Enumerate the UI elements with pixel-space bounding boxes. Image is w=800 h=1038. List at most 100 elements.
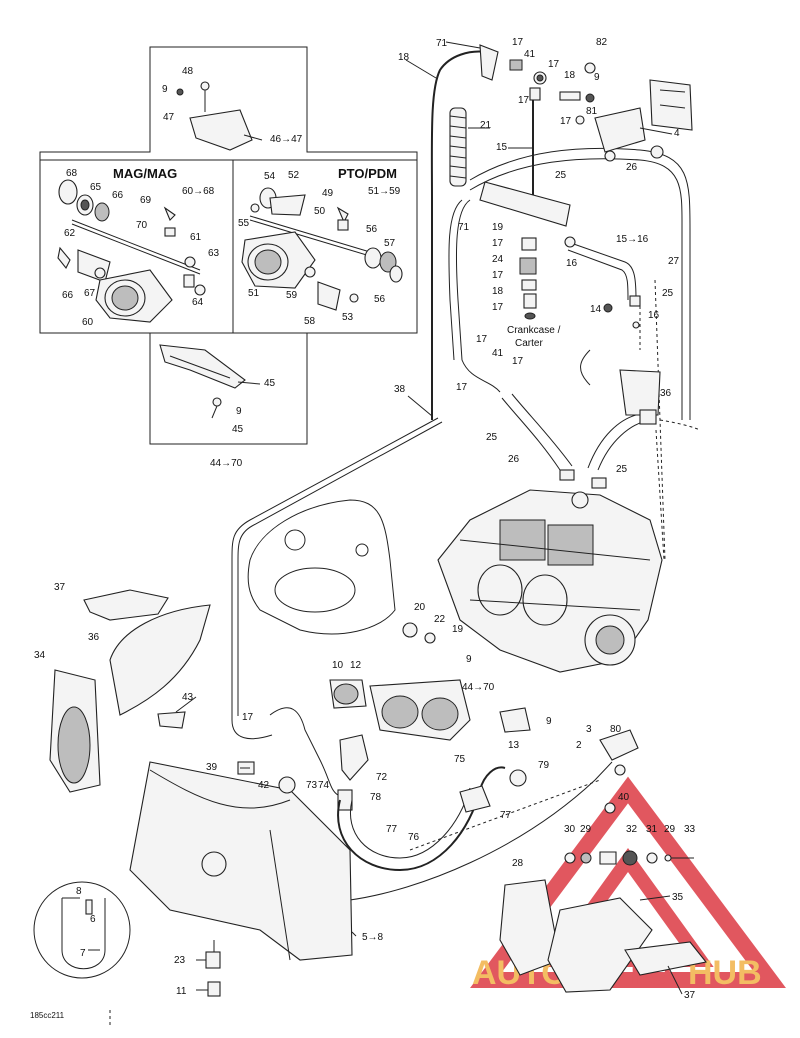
callout: 81: [586, 106, 598, 117]
callout: 77: [386, 824, 398, 835]
callout: 41: [492, 348, 504, 359]
callout: 45: [264, 378, 276, 389]
hose-16: [567, 241, 637, 301]
hose-25-right: [597, 419, 649, 471]
callout: 15→16: [616, 234, 649, 245]
callout: 21: [480, 120, 492, 131]
callout: 33: [684, 824, 696, 835]
callout: 19: [452, 624, 464, 635]
spring-21: [449, 107, 467, 187]
callout: 79: [538, 760, 550, 771]
callout: 53: [342, 312, 354, 323]
callout: 30: [564, 824, 576, 835]
callout: 12: [350, 660, 362, 671]
callout: 50: [314, 206, 326, 217]
mag-inset-parts: [57, 179, 206, 323]
callout: 74: [318, 780, 330, 791]
air-intake-silencer-outline: [247, 499, 396, 635]
panel-36: [109, 604, 211, 716]
callout: 17: [492, 302, 504, 313]
callout: 17: [518, 95, 530, 106]
clamp-26-top: [650, 145, 664, 159]
callout: 70: [136, 220, 148, 231]
callout: 24: [492, 254, 504, 265]
callout: 25: [662, 288, 674, 299]
callout: 17: [512, 37, 524, 48]
panel-28: [499, 879, 561, 976]
callout: 25: [555, 170, 567, 181]
clamp-13: [499, 707, 531, 733]
callout: 38: [394, 384, 406, 395]
mag-range: 60→68: [182, 186, 215, 197]
callout: 64: [192, 297, 204, 308]
callout: 78: [370, 792, 382, 803]
callout: 18: [492, 286, 504, 297]
callout: 77: [500, 810, 512, 821]
callout: 43: [182, 692, 194, 703]
engine-block: [437, 489, 663, 673]
pto-inset-parts: [241, 187, 403, 311]
callout: 66: [112, 190, 124, 201]
bracket-43: [157, 711, 186, 729]
vent-tube-38: [231, 417, 439, 740]
callout: 9: [466, 654, 472, 665]
callout: 14: [590, 304, 602, 315]
fitting-72: [339, 734, 369, 781]
callout: 35: [672, 892, 684, 903]
callout: 49: [322, 188, 334, 199]
hose-76: [337, 766, 506, 872]
callout: 28: [512, 858, 524, 869]
callout: 37: [54, 582, 66, 593]
callout: 54: [264, 171, 276, 182]
callout: 18: [564, 70, 576, 81]
callout: 22: [434, 614, 446, 625]
callout: 60: [82, 317, 94, 328]
fitting-71: [479, 44, 499, 81]
callout: 80: [610, 724, 622, 735]
callout: 31: [646, 824, 658, 835]
callout: 25: [616, 464, 628, 475]
callout: 2: [576, 740, 582, 751]
hose-25-top: [469, 147, 691, 420]
inset-frame: [39, 46, 418, 445]
callout: 32: [626, 824, 638, 835]
harness-line: [349, 761, 613, 901]
callout: 3: [586, 724, 592, 735]
callout: 63: [208, 248, 220, 259]
throttle-cable-bracket: [599, 729, 639, 761]
callout: 16: [566, 258, 578, 269]
callout: 25: [486, 432, 498, 443]
callout: 48: [182, 66, 194, 77]
callout: 56: [366, 224, 378, 235]
callout: 9: [236, 406, 242, 417]
callout: 76: [408, 832, 420, 843]
callout: 17: [548, 59, 560, 70]
bracket-47: [189, 109, 253, 151]
fuel-filter-assembly: [479, 181, 641, 329]
callout: 26: [626, 162, 638, 173]
panel-35: [547, 897, 653, 993]
dashed-lines: [639, 279, 701, 561]
callout: 68: [66, 168, 78, 179]
pto-range: 51→59: [368, 186, 401, 197]
callout: 57: [384, 238, 396, 249]
callout: 55: [238, 218, 250, 229]
callout: 71: [458, 222, 470, 233]
callout: 17: [492, 270, 504, 281]
callout: 11: [176, 986, 187, 997]
mag-header: MAG/MAG: [113, 166, 177, 181]
callout: 82: [596, 37, 608, 48]
callout: 41: [524, 49, 536, 60]
fitting-77: [459, 785, 491, 813]
footer-code: 185cc211: [30, 1011, 65, 1020]
callout: 36: [660, 388, 672, 399]
part-4-bracket: [594, 107, 646, 153]
bolt-11: [207, 981, 221, 997]
callout: 59: [286, 290, 298, 301]
callout: 17: [476, 334, 488, 345]
callout: 56: [374, 294, 386, 305]
clamp-79: [509, 769, 527, 787]
callout: 13: [508, 740, 520, 751]
callout: 58: [304, 316, 316, 327]
callout: 7: [80, 948, 86, 959]
